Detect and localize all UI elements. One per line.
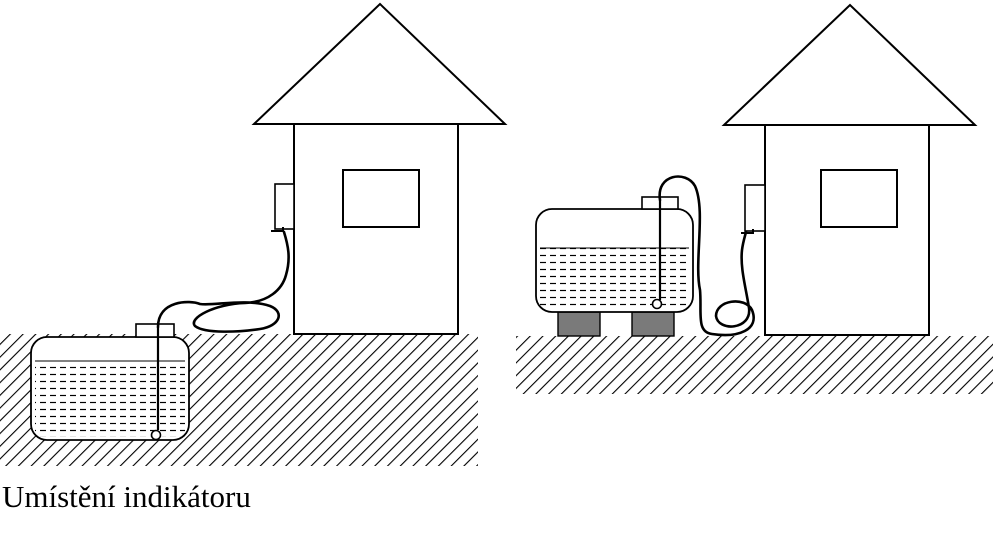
scene-underground-tank bbox=[0, 2, 508, 466]
level-indicator bbox=[271, 183, 295, 232]
probe-tip bbox=[651, 298, 663, 310]
scene-above-ground-tank bbox=[516, 3, 993, 394]
level-indicator bbox=[741, 184, 766, 234]
probe-tip bbox=[150, 429, 162, 441]
support-block-left bbox=[557, 311, 601, 337]
tank-liquid bbox=[540, 248, 689, 309]
indicator-box bbox=[744, 184, 766, 232]
house-wall bbox=[764, 124, 930, 336]
measuring-hose bbox=[658, 175, 755, 337]
house bbox=[251, 2, 508, 335]
tank-liquid bbox=[35, 361, 185, 437]
house-window bbox=[342, 169, 420, 228]
house-roof bbox=[721, 3, 978, 126]
house-window bbox=[820, 169, 898, 228]
tank-supports bbox=[557, 311, 675, 337]
tank-neck bbox=[135, 323, 175, 338]
ground-hatch bbox=[516, 336, 993, 394]
house-wall bbox=[293, 123, 459, 335]
underground-tank bbox=[30, 323, 190, 441]
indicator-connector bbox=[271, 227, 284, 232]
support-block-right bbox=[631, 311, 675, 337]
figure-caption: Umístění indikátoru bbox=[2, 479, 251, 514]
above-ground-tank bbox=[535, 196, 694, 313]
indicator-box bbox=[274, 183, 295, 230]
measuring-hose bbox=[156, 230, 290, 333]
house-roof bbox=[251, 2, 508, 125]
house bbox=[721, 3, 978, 336]
